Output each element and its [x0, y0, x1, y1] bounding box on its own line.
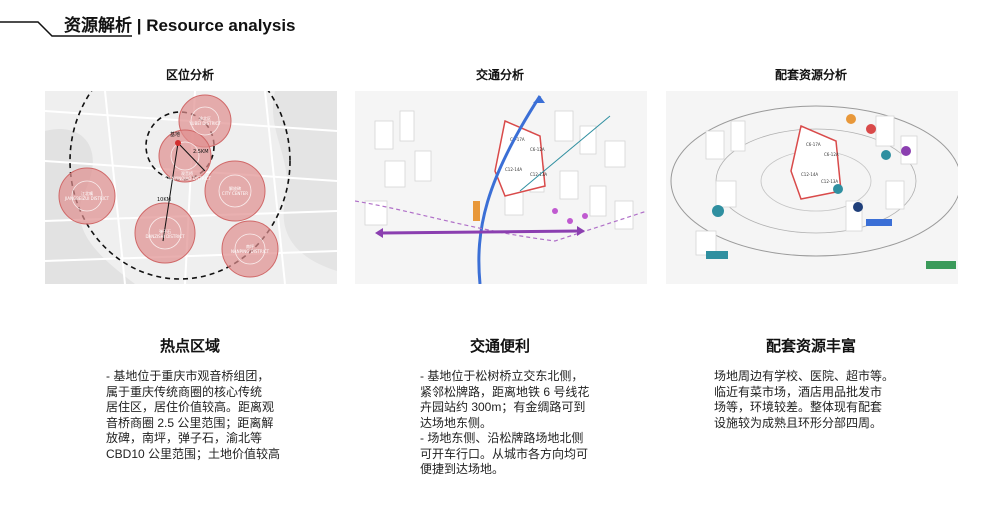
- text-line: 设施较为成熟且环形分部四周。: [714, 415, 883, 430]
- hotspot-label: 观音桥: [181, 170, 193, 176]
- hotspot-sub: YUBEI DISTRICT: [188, 121, 221, 126]
- hotspot-sub: NANPING DISTRICT: [231, 249, 270, 254]
- text-line: 可开车行口。从城市各方向均可: [420, 446, 589, 461]
- text-line: 场地周边有学校、医院、超市等。: [714, 369, 895, 383]
- site-label: 基地: [170, 131, 180, 138]
- hotspot-label: 解放碑: [229, 185, 241, 191]
- plot-label: C6-17A: [510, 137, 525, 142]
- hotspot-sub: GUANYINQIAO DISTRICT: [163, 176, 212, 181]
- paragraph-facilities: 场地周边有学校、医院、超市等。 临近有菜市场，酒店用品批发市 场等，环境较差。整…: [714, 369, 894, 431]
- facilities-map: C6-17A C6-12A C12-14A C12-13A: [666, 91, 958, 284]
- caption-location: 区位分析: [165, 68, 214, 82]
- distance-label-2: 10KM: [157, 197, 171, 203]
- caption-facilities: 配套资源分析: [774, 68, 847, 82]
- text-line: 放碑，南坪，弹子石，渝北等: [106, 431, 263, 445]
- paragraph-traffic: - 基地位于松树桥立交东北侧， 紧邻松牌路，距离地铁 6 号线花 卉园站约 30…: [420, 369, 589, 478]
- page-title: 资源解析 | Resource analysis: [64, 16, 296, 35]
- hotspot-label: 渝北区: [199, 115, 211, 121]
- section-title-traffic: 交通便利: [469, 338, 530, 355]
- plot-label: C12-14A: [505, 167, 522, 172]
- text-line: 便捷到达场地。: [420, 462, 505, 476]
- section-title-hotspot: 热点区域: [159, 338, 220, 355]
- text-line: 卉园站约 300m；有金绸路可到: [420, 400, 586, 414]
- paragraph-hotspot: - 基地位于重庆市观音桥组团， 属于重庆传统商圈的核心传统 居住区，居住价值较高…: [106, 369, 280, 462]
- plot-label: C12-14A: [801, 172, 818, 177]
- hotspot-label: 江北嘴: [81, 190, 93, 196]
- caption-traffic: 交通分析: [475, 68, 524, 82]
- hotspot-sub: DANZISHI DISTRICT: [145, 234, 185, 239]
- text-line: CBD10 公里范围；土地价值较高: [106, 446, 281, 461]
- plot-label: C6-12A: [824, 152, 839, 157]
- location-map: 基地 2.5KM 10KM 渝北区 YUBEI DISTRICT 观音桥 GUA…: [45, 91, 337, 284]
- text-line: 临近有菜市场，酒店用品批发市: [714, 384, 883, 399]
- hotspot-sub: JIANGBEIZUI DISTRICT: [64, 196, 110, 201]
- text-line: 达场地东侧。: [420, 415, 493, 430]
- plot-label: C12-13A: [821, 179, 838, 184]
- plot-label: C6-12A: [530, 147, 545, 152]
- traffic-map: C6-17A C6-12A C12-14A C12-13A: [355, 91, 647, 284]
- header-decoration: [0, 21, 132, 37]
- text-line: - 基地位于松树桥立交东北侧，: [420, 369, 584, 383]
- plot-label: C6-17A: [806, 142, 821, 147]
- hotspot-sub: CITY CENTER: [222, 191, 248, 196]
- text-line: - 基地位于重庆市观音桥组团，: [106, 369, 270, 383]
- section-title-facilities: 配套资源丰富: [765, 338, 856, 355]
- hotspot-label: 南坪: [246, 243, 254, 249]
- text-line: 居住区，居住价值较高。距离观: [106, 400, 275, 414]
- text-line: - 场地东侧、沿松牌路场地北侧: [420, 431, 584, 445]
- plot-label: C12-13A: [530, 172, 547, 177]
- text-line: 场等，环境较差。整体现有配套: [714, 400, 883, 414]
- facility-markers: [706, 114, 956, 269]
- distance-label-1: 2.5KM: [193, 149, 209, 155]
- text-line: 音桥商圈 2.5 公里范围；距离解: [106, 415, 274, 430]
- text-line: 紧邻松牌路，距离地铁 6 号线花: [420, 384, 590, 399]
- text-line: 属于重庆传统商圈的核心传统: [106, 384, 263, 399]
- hotspot-label: 弹子石: [159, 228, 171, 234]
